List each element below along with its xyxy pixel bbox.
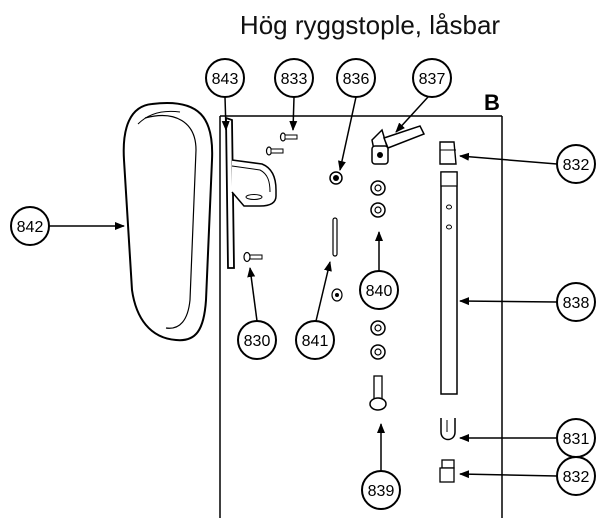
section-letter: B [484,90,500,115]
callout-833: 833 [274,58,314,98]
callout-836-label: 836 [343,71,370,88]
leader-843 [221,96,230,131]
washer-stack-upper [370,180,386,218]
callout-831-label: 831 [563,431,590,448]
leader-838 [459,297,558,306]
leader-837 [395,96,429,133]
callout-836: 836 [336,58,376,98]
assembly-panel-frame [219,115,503,518]
diagram-title: Hög ryggstople, låsbar [239,10,501,40]
callout-841: 841 [295,320,335,360]
callout-840: 840 [359,270,399,310]
callout-843-label: 843 [212,71,239,88]
callout-830-label: 830 [244,333,271,350]
knob-836-part [329,171,343,185]
headrest-cushion-part [122,102,214,342]
leader-841 [315,261,332,322]
bolt-839-part [369,375,387,411]
callout-832-bottom-label: 832 [563,469,590,486]
callout-842-label: 842 [17,219,44,236]
leader-lines [49,96,558,479]
bracket-plate-part [225,116,277,269]
callout-838: 838 [556,282,596,322]
callout-831: 831 [556,418,596,458]
leader-830 [247,267,258,322]
callout-832-bottom: 832 [556,456,596,496]
callout-832-top-label: 832 [563,157,590,174]
leader-832-top [459,152,558,165]
callout-839: 839 [361,470,401,510]
pin-841-part [332,217,338,257]
tube-838-part [440,171,458,395]
callout-842: 842 [10,206,50,246]
callout-839-label: 839 [368,483,395,500]
screw-830-part [243,251,263,263]
callout-840-label: 840 [366,283,393,300]
leader-833 [289,96,298,131]
small-nut-part [331,288,343,302]
callout-830: 830 [237,320,277,360]
washer-stack-lower [370,320,386,360]
callout-838-label: 838 [563,295,590,312]
leader-832-bottom [459,470,558,479]
cap-832-top-part [439,141,457,165]
locking-lever-part [371,125,426,165]
callout-841-label: 841 [302,333,329,350]
callout-832-top: 832 [556,144,596,184]
clip-831-part [440,418,456,441]
callout-833-label: 833 [281,71,308,88]
cap-832-bottom-part [439,459,455,483]
leader-836 [338,96,357,171]
callout-843: 843 [205,58,245,98]
callout-837-label: 837 [419,71,446,88]
screws-833-part [265,132,298,156]
callout-837: 837 [412,58,452,98]
